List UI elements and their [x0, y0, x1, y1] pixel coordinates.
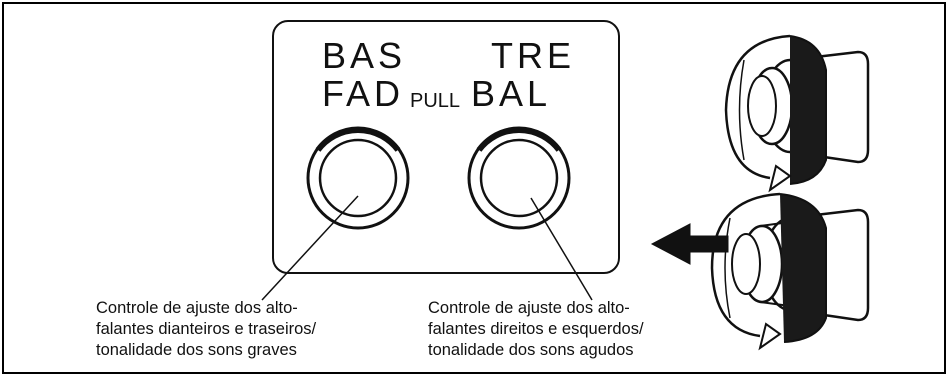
fader-label: FAD	[322, 73, 405, 114]
control-panel	[272, 20, 620, 274]
treble-balance-knob	[467, 126, 571, 230]
balance-label: BAL	[471, 73, 552, 114]
pull-label: PULL	[410, 90, 461, 112]
bass-fader-knob	[306, 126, 410, 230]
left-caption: Controle de ajuste dos alto-falantes dia…	[96, 298, 316, 361]
right-caption-line-1: Controle de ajuste dos alto-	[428, 299, 630, 317]
right-caption: Controle de ajuste dos alto-falantes dir…	[428, 298, 644, 361]
pull-and-rotate-knob-icon	[710, 192, 870, 351]
rotate-knob-icon	[724, 34, 870, 193]
right-leader-line	[530, 197, 593, 301]
left-caption-line-1: Controle de ajuste dos alto-	[96, 299, 298, 317]
right-caption-line-2: falantes direitos e esquerdos/	[428, 320, 644, 338]
left-leader-line	[261, 195, 359, 301]
bass-label: BAS	[322, 35, 407, 76]
left-caption-line-3: tonalidade dos sons graves	[96, 341, 297, 359]
left-caption-line-2: falantes dianteiros e traseiros/	[96, 320, 317, 338]
pull-arrow-icon	[650, 223, 729, 265]
treble-label: TRE	[491, 35, 575, 76]
right-caption-line-3: tonalidade dos sons agudos	[428, 341, 634, 359]
